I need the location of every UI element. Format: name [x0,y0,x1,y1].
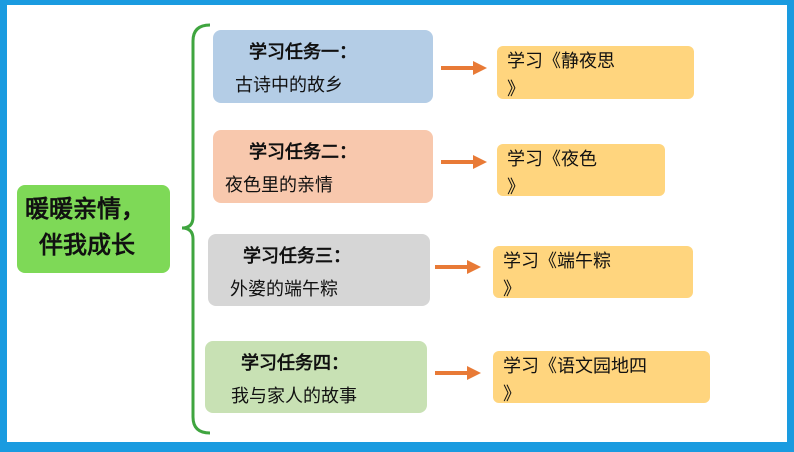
task-node-4: 学习任务四： 我与家人的故事 [205,341,427,413]
result-node-2: 学习《夜色 》 [497,144,665,198]
root-line-2: 伴我成长 [39,231,135,259]
arrow-1 [441,61,487,75]
diagram-canvas: 暖暖亲情， 伴我成长 学习任务一： 古诗中的故乡 学习《静夜思 》 学习任务二：… [7,5,787,442]
arrow-2 [441,155,487,169]
result-4-line-1: 学习《语文园地四 [503,356,647,377]
result-3-line-1: 学习《端午粽 [503,251,611,272]
result-3-line-2: 》 [503,279,521,300]
result-1-line-1: 学习《静夜思 [507,51,615,72]
task-node-2: 学习任务二： 夜色里的亲情 [213,130,433,203]
result-node-3: 学习《端午粽 》 [493,246,693,300]
result-2-line-2: 》 [507,177,525,198]
task-3-subtitle: 外婆的端午粽 [230,279,338,300]
arrow-4 [435,366,481,380]
root-line-1: 暖暖亲情， [25,195,145,223]
result-node-1: 学习《静夜思 》 [497,46,694,100]
task-4-subtitle: 我与家人的故事 [231,386,357,407]
result-node-4: 学习《语文园地四 》 [493,351,710,405]
result-1-line-2: 》 [507,79,525,100]
task-node-1: 学习任务一： 古诗中的故乡 [213,30,433,103]
result-2-line-1: 学习《夜色 [507,149,597,170]
result-4-line-2: 》 [503,384,521,405]
task-node-3: 学习任务三： 外婆的端午粽 [208,234,430,306]
task-2-title: 学习任务二： [249,142,357,163]
root-node: 暖暖亲情， 伴我成长 [17,185,170,273]
task-1-subtitle: 古诗中的故乡 [235,75,343,96]
task-4-title: 学习任务四： [241,353,349,374]
task-2-subtitle: 夜色里的亲情 [225,175,333,196]
task-1-title: 学习任务一： [249,42,357,63]
arrow-3 [435,260,481,274]
task-3-title: 学习任务三： [243,246,351,267]
